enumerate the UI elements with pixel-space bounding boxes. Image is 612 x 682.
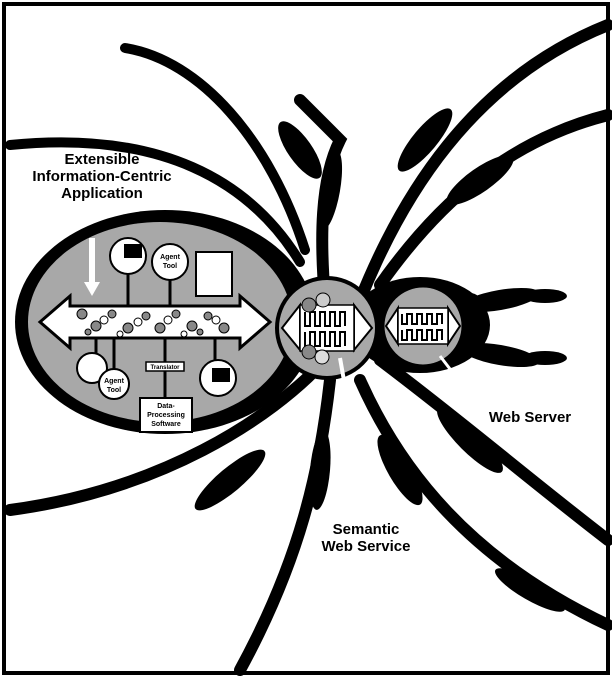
server-title: Web Server bbox=[488, 409, 572, 426]
service-pointer bbox=[338, 357, 348, 393]
translator-label: Translator bbox=[150, 365, 180, 371]
monitor-top-icon bbox=[124, 244, 142, 258]
pedipalps bbox=[458, 287, 567, 368]
monitor-bottom-icon bbox=[212, 368, 230, 382]
spider-legs bbox=[4, 19, 612, 676]
service-internals bbox=[280, 292, 374, 365]
agent-tool-bottom-line2: Tool bbox=[107, 387, 121, 394]
workstation-bottom-left bbox=[76, 352, 108, 384]
app-title: Extensible Information-Centric Applicati… bbox=[18, 151, 186, 202]
app-title-line1: Extensible bbox=[64, 151, 140, 168]
service-title: Semantic Web Service bbox=[296, 521, 436, 556]
agent-tool-bottom bbox=[98, 368, 130, 400]
data-processing-line1: Data- bbox=[157, 403, 175, 410]
service-title-line2: Web Service bbox=[321, 537, 411, 555]
agent-tool-top-line2: Tool bbox=[163, 263, 177, 270]
agent-tool-top bbox=[151, 243, 189, 281]
data-processing-line3: Software bbox=[151, 421, 181, 428]
leg-joints bbox=[194, 108, 565, 612]
translator-box bbox=[145, 361, 185, 372]
app-pointer-head bbox=[84, 282, 100, 296]
app-title-line3: Application bbox=[61, 184, 143, 202]
server-pointer bbox=[438, 355, 472, 396]
connectors bbox=[94, 272, 217, 398]
data-bus bbox=[37, 292, 273, 352]
data-processing-box bbox=[139, 397, 193, 433]
agent-tool-top-line1: Agent bbox=[160, 254, 181, 261]
app-title-line2: Information-Centric bbox=[32, 167, 172, 185]
data-processing-line2: Processing bbox=[147, 412, 185, 419]
service-title-line1: Semantic bbox=[332, 521, 400, 538]
agent-tool-bottom-line1: Agent bbox=[104, 378, 125, 385]
document-stack bbox=[195, 251, 233, 297]
server-internals bbox=[384, 304, 462, 348]
